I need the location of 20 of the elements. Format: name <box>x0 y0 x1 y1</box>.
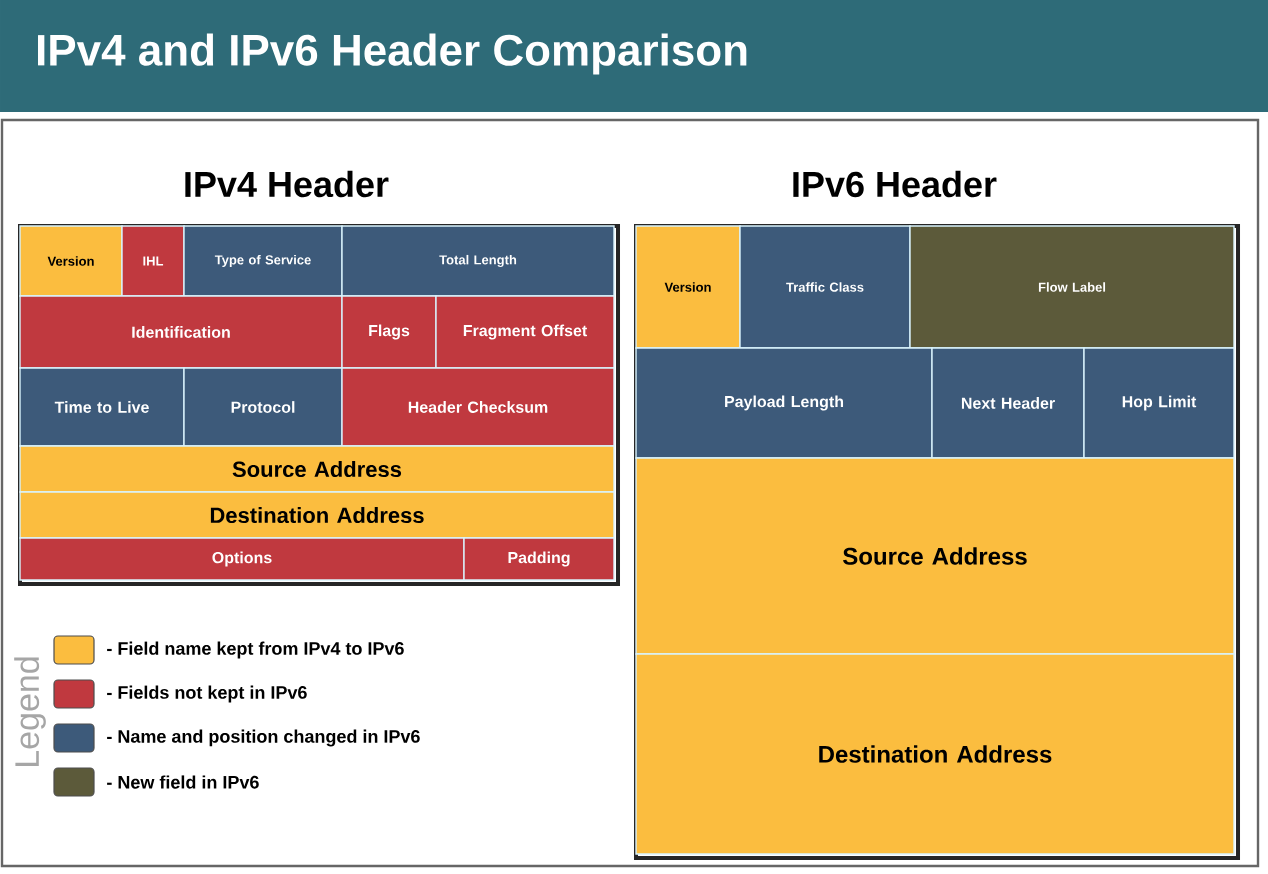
field-cell: Flags <box>341 295 437 369</box>
header-title: IPv4 Header <box>185 170 389 198</box>
field-cell: Hop Limit <box>1083 347 1235 459</box>
field-cell: Payload Length <box>635 347 933 459</box>
field-cell: Time to Live <box>19 367 185 447</box>
header-title: IPv6 Header <box>793 170 997 198</box>
field-cell: Destination Address <box>19 491 615 539</box>
title-bar: IPv4 and IPv6 Header Comparison <box>0 0 1268 112</box>
field-cell: Source Address <box>19 445 615 493</box>
field-cell: Padding <box>463 537 615 581</box>
field-cell: Fragment Offset <box>435 295 615 369</box>
field-cell: Next Header <box>931 347 1085 459</box>
field-cell: Destination Address <box>635 653 1235 855</box>
legend-text: - Name and position changed in IPv6 <box>107 729 420 747</box>
field-cell: Protocol <box>183 367 343 447</box>
field-cell: Source Address <box>635 457 1235 655</box>
legend-text: - Fields not kept in IPv6 <box>107 685 307 703</box>
legend-text: - New field in IPv6 <box>107 775 259 789</box>
legend-heading: Legend <box>14 657 46 766</box>
legend-text: - Field name kept from IPv4 to IPv6 <box>107 641 404 659</box>
